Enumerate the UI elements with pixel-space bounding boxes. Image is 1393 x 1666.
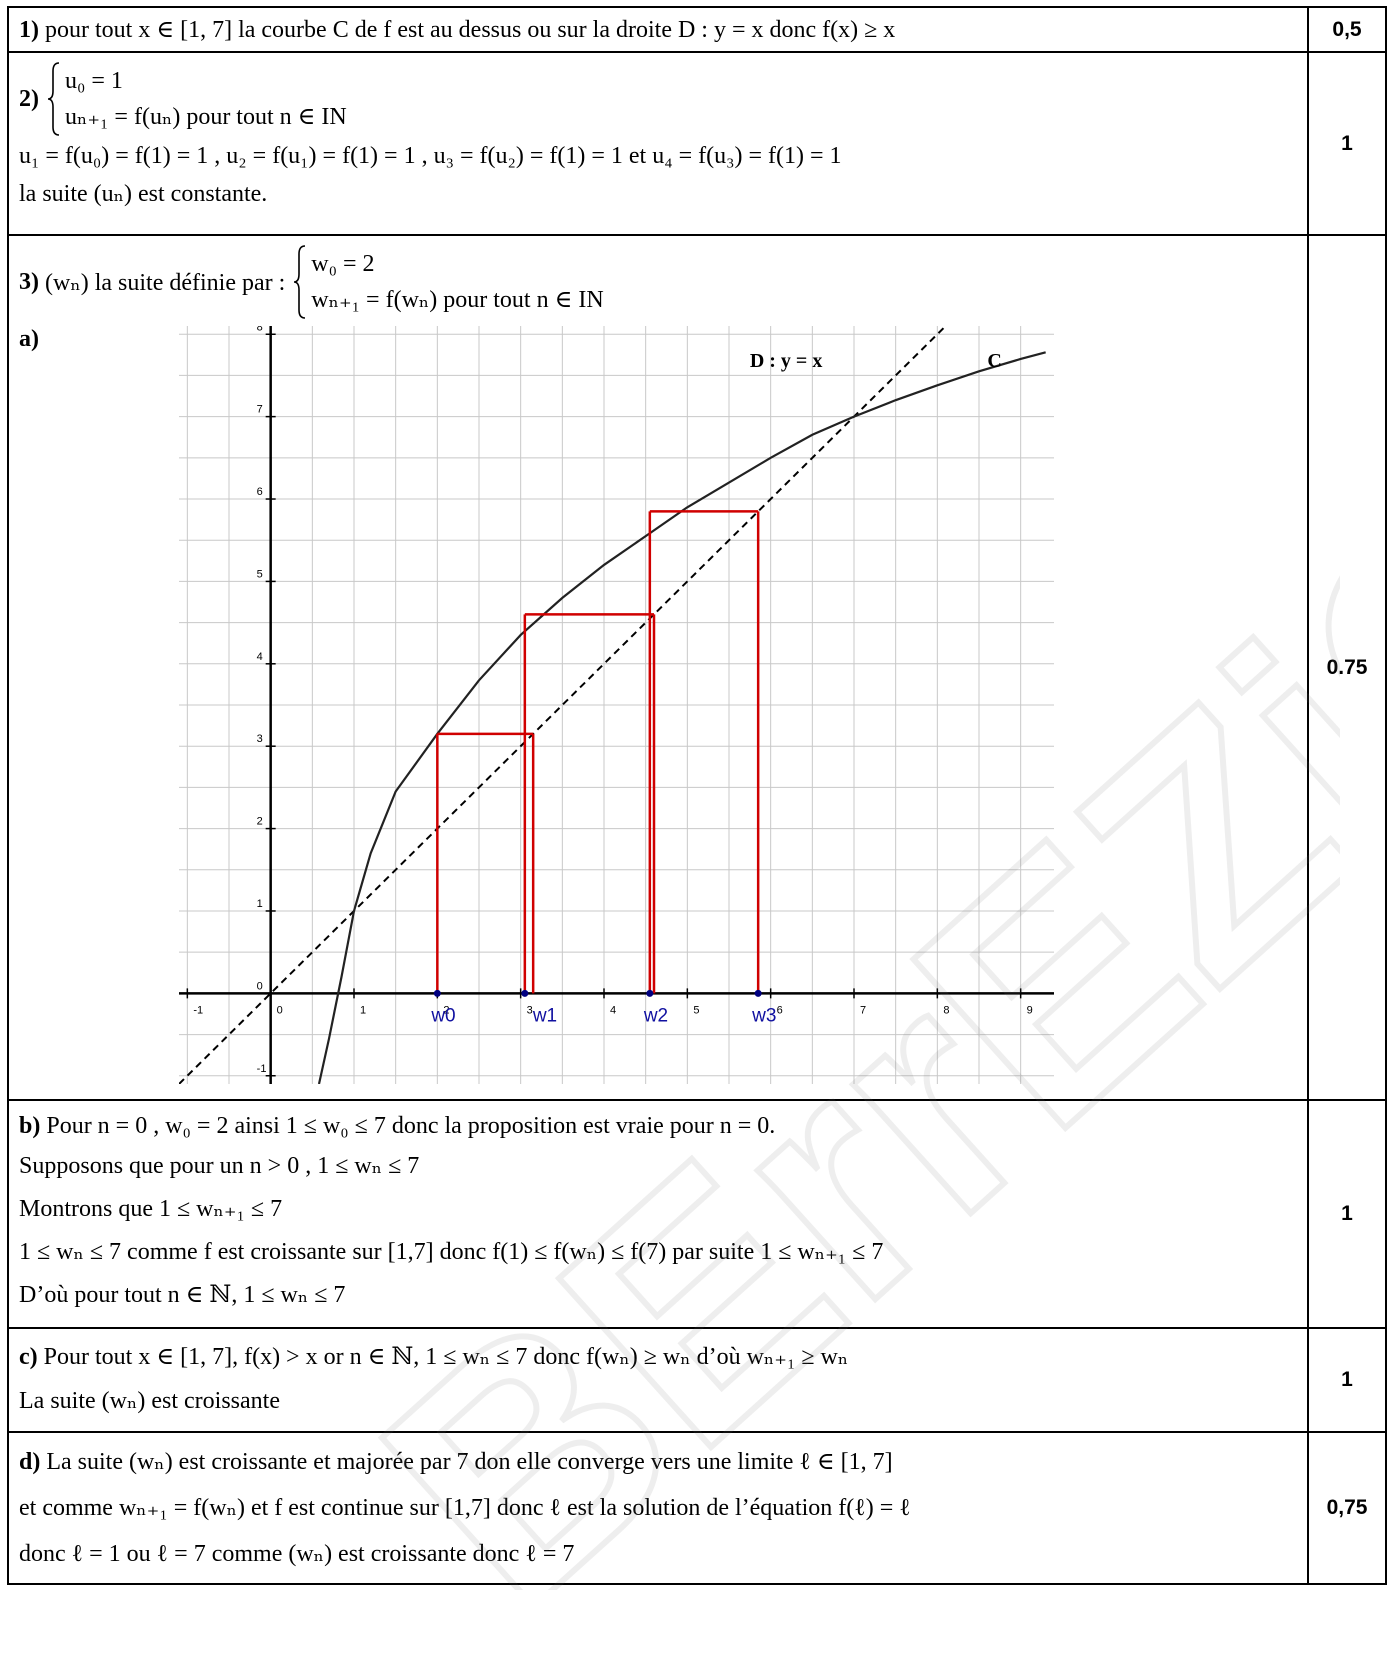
sequence-point-label: w2 [643, 1005, 668, 1026]
system-line-2: uₙ₊₁ = f(uₙ) pour tout n ∈ IN [65, 104, 347, 130]
y-tick-label: 3 [257, 733, 263, 745]
series-curve-c [317, 351, 1046, 1084]
x-tick-label: 1 [360, 1004, 366, 1016]
sub-part-label: a) [19, 326, 39, 352]
answer-line: Supposons que pour un n > 0 , 1 ≤ wₙ ≤ 7 [19, 1153, 420, 1179]
y-tick-label: 0 [257, 980, 263, 992]
brace-icon [47, 62, 60, 136]
y-tick-label: 1 [257, 898, 263, 910]
part-label: 3) [19, 268, 39, 295]
x-tick-label: 6 [777, 1004, 783, 1016]
sequence-point-label: w0 [430, 1005, 455, 1026]
score-cell: 0,75 [1326, 1496, 1368, 1519]
sequence-point [521, 989, 529, 997]
row-question-3d: d) La suite (wₙ) est croissante et major… [7, 1433, 1387, 1585]
answer-line: La suite (wₙ) est croissante et majorée … [46, 1449, 893, 1475]
x-tick-label: 5 [693, 1004, 699, 1016]
answer-line: Pour n = 0 , w₀ = 2 ainsi 1 ≤ w₀ ≤ 7 don… [46, 1113, 776, 1139]
y-tick-label: 6 [257, 486, 263, 498]
x-tick-label: 2 [443, 1004, 449, 1016]
sequence-point [433, 989, 441, 997]
intro-text: (wₙ) la suite définie par : [45, 269, 286, 296]
x-tick-label: 4 [610, 1004, 616, 1016]
row-question-3a: 3) (wₙ) la suite définie par : w₀ = 2 wₙ… [7, 236, 1387, 1101]
part-label: b) [19, 1113, 41, 1139]
x-tick-label: 3 [527, 1004, 533, 1016]
part-label: c) [19, 1344, 38, 1370]
answer-line: u₁ = f(u₀) = f(1) = 1 , u₂ = f(u₁) = f(1… [19, 143, 842, 169]
system-line-1: w₀ = 2 [311, 251, 375, 277]
answer-line: D’où pour tout n ∈ ℕ, 1 ≤ wₙ ≤ 7 [19, 1282, 346, 1308]
part-label: 2) [19, 85, 39, 112]
y-tick-label: 2 [257, 816, 263, 828]
part-label: d) [19, 1449, 41, 1475]
score-cell: 1 [1341, 131, 1353, 155]
sequence-point-label: w3 [751, 1005, 776, 1026]
row-question-1: 1) pour tout x ∈ [1, 7] la courbe C de f… [7, 6, 1387, 53]
row-question-3c: c) Pour tout x ∈ [1, 7], f(x) > x or n ∈… [7, 1329, 1387, 1433]
x-tick-label: 0 [277, 1004, 283, 1016]
sequence-point [646, 989, 654, 997]
score-cell: 1 [1341, 1202, 1353, 1225]
x-tick-label: 9 [1027, 1004, 1033, 1016]
answer-line: Pour tout x ∈ [1, 7], f(x) > x or n ∈ ℕ,… [43, 1344, 849, 1370]
answer-line: Montrons que 1 ≤ wₙ₊₁ ≤ 7 [19, 1196, 283, 1222]
answer-line: 1 ≤ wₙ ≤ 7 comme f est croissante sur [1… [19, 1239, 884, 1265]
sequence-point-label: w1 [532, 1005, 557, 1026]
x-tick-label: 8 [943, 1004, 949, 1016]
system-line-2: wₙ₊₁ = f(wₙ) pour tout n ∈ IN [311, 287, 604, 313]
correction-table: 1) pour tout x ∈ [1, 7] la courbe C de f… [7, 6, 1387, 1585]
score-cell: 0.75 [1326, 655, 1368, 679]
system-line-1: u₀ = 1 [65, 68, 123, 94]
x-tick-label: -1 [193, 1004, 203, 1016]
y-tick-label: 8 [257, 326, 263, 333]
answer-line: donc ℓ = 1 ou ℓ = 7 comme (wₙ) est crois… [19, 1541, 575, 1567]
brace-icon [294, 245, 306, 319]
answer-line: La suite (wₙ) est croissante [19, 1388, 280, 1414]
sequence-point [754, 989, 762, 997]
y-tick-label: 4 [257, 651, 263, 663]
y-tick-label: 5 [257, 568, 263, 580]
answer-line: la suite (uₙ) est constante. [19, 181, 268, 207]
part-label: 1) [19, 17, 39, 43]
curve-label: C [987, 350, 1001, 372]
answer-text: pour tout x ∈ [1, 7] la courbe C de f es… [45, 17, 896, 43]
y-tick-label: 7 [257, 404, 263, 416]
x-tick-label: 7 [860, 1004, 866, 1016]
y-tick-label: -1 [257, 1063, 267, 1075]
row-question-2: 2) u₀ = 1 uₙ₊₁ = f(uₙ) pour tout n ∈ IN … [7, 53, 1387, 236]
row-question-3b: b) Pour n = 0 , w₀ = 2 ainsi 1 ≤ w₀ ≤ 7 … [7, 1101, 1387, 1329]
score-cell: 1 [1341, 1368, 1353, 1391]
cobweb-graph: -1 0 1 2 3 4 5 6 7 8 9 -1 0 1 2 3 4 5 6 7 8 w0 w1 w2 w3 D : y = x… [179, 326, 1054, 1084]
answer-line: et comme wₙ₊₁ = f(wₙ) et f est continue … [19, 1495, 911, 1521]
line-label: D : y = x [750, 350, 823, 372]
score-cell: 0,5 [1332, 17, 1362, 41]
